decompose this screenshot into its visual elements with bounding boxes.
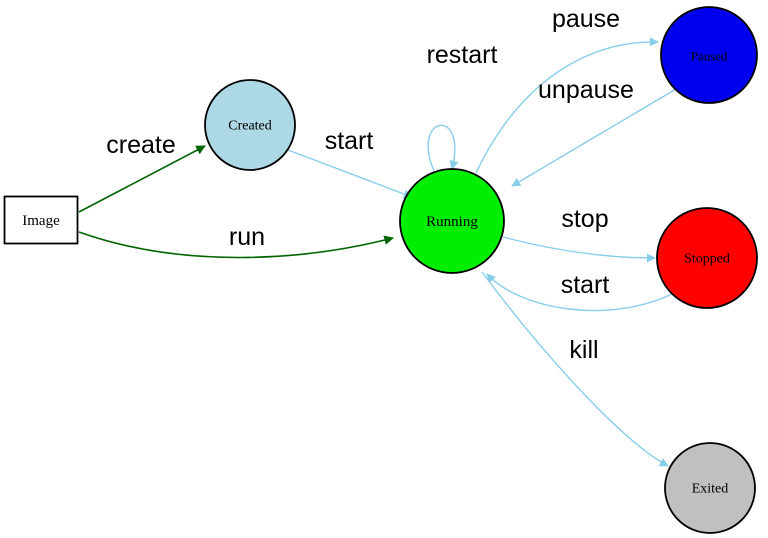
edge-kill <box>481 271 669 467</box>
edge-create <box>78 145 206 213</box>
edge-label-create: create <box>106 131 175 159</box>
node-paused[interactable]: Paused <box>660 6 758 104</box>
node-running[interactable]: Running <box>399 168 505 274</box>
node-created[interactable]: Created <box>204 79 296 171</box>
edge-label-kill: kill <box>569 336 598 364</box>
edge-label-run: run <box>229 223 265 251</box>
node-exited[interactable]: Exited <box>664 442 756 534</box>
edges-layer <box>78 37 677 467</box>
edge-unpause <box>511 88 677 187</box>
edge-label-pause: pause <box>552 5 620 33</box>
edge-stop <box>502 236 656 263</box>
node-shape-running <box>399 168 505 274</box>
edge-labels-layer: create run start restart pause unpause stop sta… <box>106 5 634 364</box>
edge-start-created <box>287 149 413 199</box>
node-shape-paused <box>660 6 758 104</box>
node-shape-stopped <box>656 207 758 309</box>
edge-run <box>78 231 394 259</box>
edge-pause <box>475 37 659 174</box>
edge-label-start-created: start <box>325 127 374 155</box>
edge-label-start-stopped: start <box>561 271 610 299</box>
edge-label-unpause: unpause <box>538 76 634 104</box>
edge-label-stop: stop <box>561 205 608 233</box>
edge-start-stopped <box>486 273 675 312</box>
node-image[interactable]: Image <box>3 195 79 245</box>
edge-label-restart: restart <box>427 41 498 69</box>
node-shape-exited <box>664 442 756 534</box>
node-stopped[interactable]: Stopped <box>656 207 758 309</box>
node-shape-created <box>204 79 296 171</box>
node-shape-image <box>3 195 79 245</box>
edge-restart <box>427 124 459 172</box>
